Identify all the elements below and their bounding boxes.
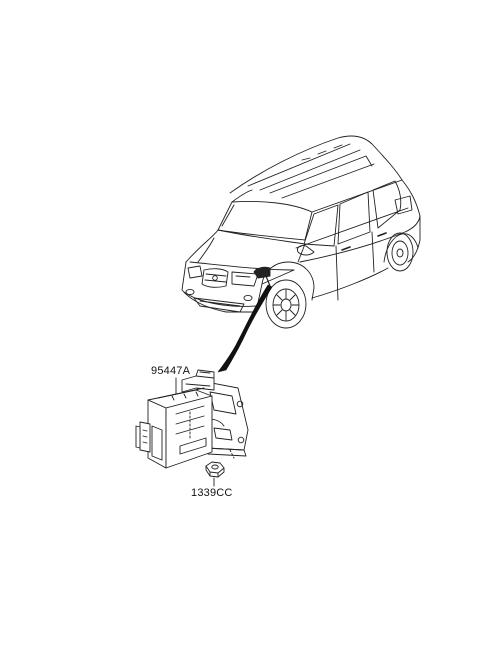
vehicle-illustration — [181, 135, 421, 329]
control-module — [135, 369, 249, 469]
nut-fastener — [205, 449, 235, 487]
part-number-label-nut: 1339CC — [191, 487, 233, 499]
leader-curve — [217, 284, 273, 373]
part-number-label-module: 95447A — [151, 365, 191, 377]
